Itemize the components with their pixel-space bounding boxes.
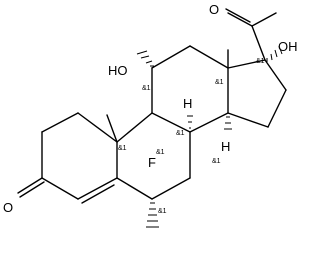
atom-label-oh-17: OH [278,39,298,54]
stereo-label-c14: &1 [212,158,221,165]
stereo-label-c17: &1 [256,58,265,65]
stereo-labels: &1 &1 &1 &1 &1 &1 &1 &1 [118,58,265,215]
methyl-bonds [106,49,229,143]
ring-d-bonds [227,59,287,128]
atom-label-o-acetyl: O [209,2,219,17]
molecule-structure: O OH HO O F H H &1 &1 &1 &1 &1 &1 &1 &1 [3,2,298,228]
stereo-label-c6: &1 [158,208,167,215]
atom-label-ho-11: HO [108,63,128,78]
stereo-label-c10: &1 [118,145,127,152]
stereo-label-c11: &1 [142,85,151,92]
atom-label-h-8: H [183,96,192,111]
acetyl-bonds [225,8,277,61]
ring-a-bonds [41,112,118,204]
atom-label-f-9: F [148,155,156,170]
stereo-label-c8: &1 [176,130,185,137]
ring-c-bonds [151,45,229,133]
stereo-label-c13: &1 [215,79,224,86]
stereo-label-c9: &1 [156,149,165,156]
ketone-ring-a-bond [17,177,45,198]
stereo-bonds [136,45,283,228]
atom-label-o-ring-a: O [3,200,13,215]
atom-label-h-14: H [221,139,230,154]
atom-labels: O OH HO O F H H [3,2,298,215]
ring-b-bonds [116,112,191,200]
